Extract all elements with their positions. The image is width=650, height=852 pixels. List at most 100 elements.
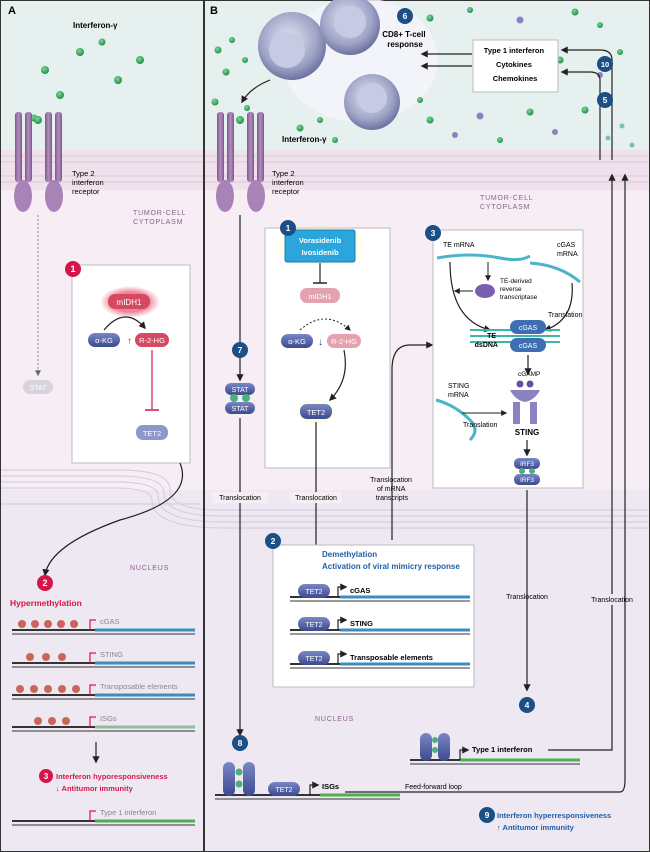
gene-sting-label-b: STING xyxy=(350,619,373,628)
panel-b-letter: B xyxy=(210,5,218,17)
gene-sting-label-a: STING xyxy=(100,650,123,659)
tet2-translocation-bg xyxy=(290,492,342,503)
step-9-badge xyxy=(479,807,495,823)
cytoplasm-label-b: TUMOR-CELL CYTOPLASM xyxy=(480,195,536,211)
step-2-badge-b xyxy=(265,533,281,549)
gene-sting-tet2: TET2 xyxy=(305,622,322,629)
step-2-number-a: 2 xyxy=(42,578,47,588)
stat-label-b-top: STAT xyxy=(232,387,250,394)
gene-cgas-label-b: cGAS xyxy=(350,586,370,595)
te-to-dsdna-arrow xyxy=(449,261,492,333)
tet2-pill-a xyxy=(136,425,168,440)
type2-receptor-a xyxy=(14,112,63,212)
step-5-number: 5 xyxy=(603,95,608,105)
r2hg-label-b: R-2-HG xyxy=(331,337,357,346)
step-1-number-a: 1 xyxy=(70,264,75,274)
te-mrna-strand xyxy=(436,253,531,262)
step-4-badge xyxy=(519,697,535,713)
nucleus-label-b: NUCLEUS xyxy=(315,716,354,723)
gene-cgas-tet2: TET2 xyxy=(305,589,322,596)
t-cell-cluster xyxy=(258,0,438,130)
gene-sting-b xyxy=(290,616,470,635)
step-8-number: 8 xyxy=(238,738,243,748)
type1-out-arrow xyxy=(548,173,616,751)
irf3-dimer xyxy=(514,458,540,485)
right-translocation-label: Translocation xyxy=(591,597,633,604)
cgamp-label: cGAMP xyxy=(518,371,540,378)
viral-mimicry-label: Activation of viral mimicry response xyxy=(322,562,460,571)
sting-label: STING xyxy=(515,428,539,437)
akg-label-b: α-KG xyxy=(288,337,306,346)
type2-receptor-b xyxy=(216,112,265,212)
midh1-pill-b xyxy=(300,288,340,303)
cytokine-box-text: Type 1 interferon Cytokines Chemokines xyxy=(484,46,546,83)
midh1-pill-a xyxy=(108,294,150,309)
step-7-badge xyxy=(232,342,248,358)
methylated-gene-cgas xyxy=(12,619,195,635)
translation-label-1: Translation xyxy=(548,312,582,319)
cgas-pill-2 xyxy=(510,338,546,352)
step-8-badge xyxy=(232,735,248,751)
methylated-gene-te xyxy=(12,684,195,700)
right-translocation-bg xyxy=(596,594,628,605)
isgs-label: ISGs xyxy=(322,782,339,791)
step-3-badge-b xyxy=(425,225,441,241)
stat-dimer-b xyxy=(225,383,255,414)
cgas-translation-arrow xyxy=(543,282,573,332)
step-1-badge-a xyxy=(65,261,81,277)
step-3-number-a: 3 xyxy=(44,772,49,781)
tet2-to-nucleus-arrow-a xyxy=(42,462,184,577)
methylated-gene-isgs xyxy=(12,716,195,732)
r2hg-to-tet2-arrow xyxy=(328,349,346,402)
stat-translocation-bg xyxy=(212,492,268,503)
type1-interferon-gene-b xyxy=(410,733,580,765)
hypermethylation-label: Hypermethylation xyxy=(10,598,82,608)
feedforward-label: Feed-forward loop xyxy=(405,784,462,791)
cgas-mrna-label: cGAS mRNA xyxy=(557,242,578,258)
receptor-label-b: Type 2 interferon receptor xyxy=(272,169,306,196)
translation-label-2: Translation xyxy=(463,422,497,429)
type1-interferon-label-a: Type 1 interferon xyxy=(100,808,156,817)
step-10-badge xyxy=(597,56,613,72)
cytoplasm-label-a: TUMOR-CELL CYTOPLASM xyxy=(133,210,189,226)
feedback-arrow-outer xyxy=(560,46,613,160)
step-5-badge xyxy=(597,92,613,108)
te-rt-label: TE-derived reverse transcriptase xyxy=(500,278,538,301)
cgas-label-2: cGAS xyxy=(519,343,538,350)
step-7-number: 7 xyxy=(238,345,243,355)
irf3-translocation-label: Translocation xyxy=(506,594,548,601)
mrna-translocation-label: Translocation of mRNA transcripts xyxy=(370,477,414,502)
drug-ivosidenib: Ivosidenib xyxy=(301,248,339,257)
sting-protein xyxy=(510,390,540,424)
r2hg-pill-b xyxy=(327,334,361,348)
dotted-conversion-arrow xyxy=(299,318,351,331)
outcome-a-line2: ↓ Antitumor immunity xyxy=(56,784,134,793)
step-1-number-b: 1 xyxy=(286,223,291,233)
tet2-label-a: TET2 xyxy=(143,429,161,438)
down-arrow-b: ↓ xyxy=(318,337,323,348)
irf3-label-bottom: IRF3 xyxy=(520,477,534,484)
receptor-label-a: Type 2 interferon receptor xyxy=(72,169,106,196)
step-3-badge-a xyxy=(39,769,53,783)
up-arrow-a: ↑ xyxy=(127,336,132,347)
tet2-pill-b xyxy=(300,404,332,419)
cytokine-box xyxy=(472,39,559,93)
midh1-box-b xyxy=(264,227,391,469)
step-6-number: 6 xyxy=(403,11,408,21)
stat-translocation-label: Translocation xyxy=(219,495,261,502)
r2hg-pill-a xyxy=(135,333,169,347)
cgamp-dot-2 xyxy=(526,380,534,388)
step-9-number: 9 xyxy=(485,810,490,820)
midh1-label-a: mIDH1 xyxy=(117,298,142,307)
interferon-molecules-a xyxy=(30,38,144,122)
akg-to-r2hg-arrow-a xyxy=(103,316,146,331)
r2hg-label-a: R-2-HG xyxy=(139,336,165,345)
stat-label-b-bottom: STAT xyxy=(232,406,250,413)
type1-interferon-gene-a xyxy=(12,810,195,826)
irf3-label-top: IRF3 xyxy=(520,461,534,468)
extracellular-molecules xyxy=(211,7,635,148)
isgs-tet2: TET2 xyxy=(275,787,292,794)
cgas-sting-box xyxy=(432,229,584,489)
akg-label-a: α-KG xyxy=(95,336,113,345)
step-10-number: 10 xyxy=(601,60,609,69)
